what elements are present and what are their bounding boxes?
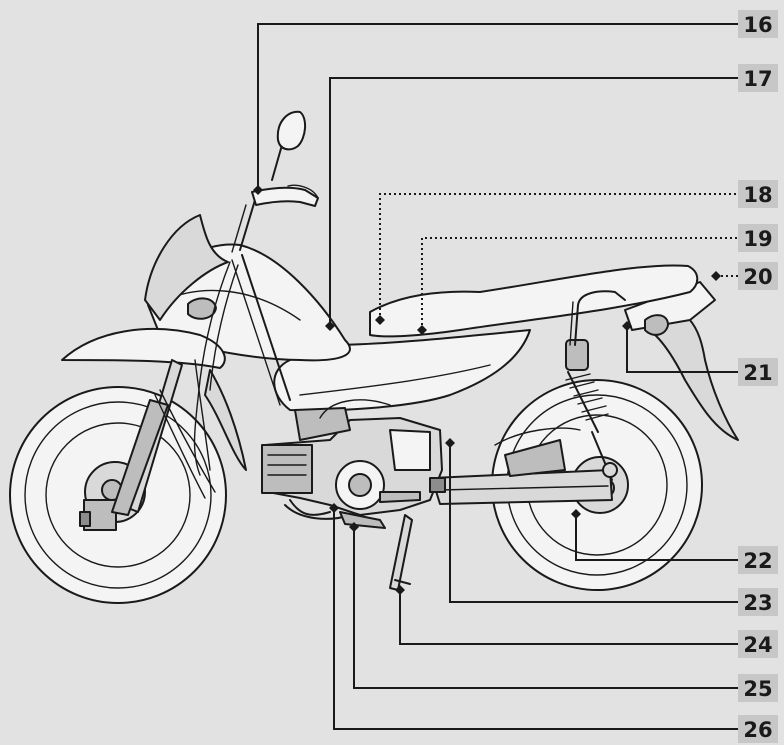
marker-21 [622, 321, 632, 331]
leader-17 [329, 77, 738, 326]
callout-badge [738, 546, 778, 574]
leader-24 [399, 590, 738, 645]
marker-26 [329, 503, 339, 513]
callout-badge [738, 715, 778, 743]
callout-number: 25 [743, 677, 772, 701]
leader-21 [626, 326, 738, 373]
marker-25 [349, 522, 359, 532]
callout-25: 25 [738, 674, 778, 702]
callout-badge [738, 630, 778, 658]
exhaust-pipe [289, 499, 331, 516]
callout-number: 24 [743, 633, 772, 657]
callout-number: 19 [743, 227, 772, 251]
callout-number: 18 [743, 183, 772, 207]
callout-number: 23 [743, 591, 772, 615]
callout-number: 21 [743, 361, 772, 385]
callout-21: 21 [738, 358, 778, 386]
marker-20 [711, 271, 721, 281]
callout-number: 20 [743, 265, 772, 289]
callout-badge [738, 224, 778, 252]
callout-badge [738, 674, 778, 702]
frame [231, 254, 291, 406]
rear-shock [565, 339, 618, 481]
marker-17 [325, 321, 335, 331]
leader-18 [379, 193, 738, 320]
callout-badge [738, 358, 778, 386]
callout-23: 23 [738, 588, 778, 616]
leader-23 [449, 443, 738, 603]
marker-24 [395, 585, 405, 595]
marker-23 [445, 438, 455, 448]
callout-badge [738, 180, 778, 208]
seat [369, 264, 699, 338]
front-forks [111, 359, 216, 516]
callout-26: 26 [738, 715, 778, 743]
callout-badge [738, 588, 778, 616]
leader-26 [333, 508, 738, 730]
leader-lines [257, 23, 738, 730]
marker-22 [571, 509, 581, 519]
swing-arm [431, 427, 613, 505]
callout-18: 18 [738, 180, 778, 208]
grab-rail [569, 290, 626, 346]
callout-labels: 16 17 18 19 20 21 22 23 [738, 10, 778, 743]
leader-markers [253, 185, 721, 595]
callout-number: 16 [743, 13, 772, 37]
marker-19 [417, 325, 427, 335]
leader-19 [421, 237, 738, 330]
callout-number: 26 [743, 718, 772, 742]
marker-16 [253, 185, 263, 195]
callout-badge [738, 64, 778, 92]
headlight-cowl [144, 214, 229, 321]
callout-17: 17 [738, 64, 778, 92]
callout-20: 20 [738, 262, 778, 290]
leader-16 [257, 23, 738, 190]
callout-22: 22 [738, 546, 778, 574]
callout-19: 19 [738, 224, 778, 252]
front-fender [61, 327, 247, 471]
side-stand [389, 514, 413, 591]
callout-16: 16 [738, 10, 778, 38]
leader-22 [575, 514, 738, 561]
cables [193, 261, 239, 476]
callout-number: 17 [743, 67, 772, 91]
callout-24: 24 [738, 630, 778, 658]
callout-number: 22 [743, 549, 772, 573]
engine [261, 399, 443, 529]
motorcycle-illustration [9, 110, 739, 604]
leader-25 [353, 527, 738, 689]
callout-badge [738, 262, 778, 290]
handlebar [231, 110, 319, 253]
marker-18 [375, 315, 385, 325]
footrest [379, 477, 446, 503]
tail-light [644, 314, 669, 336]
callout-badge [738, 10, 778, 38]
